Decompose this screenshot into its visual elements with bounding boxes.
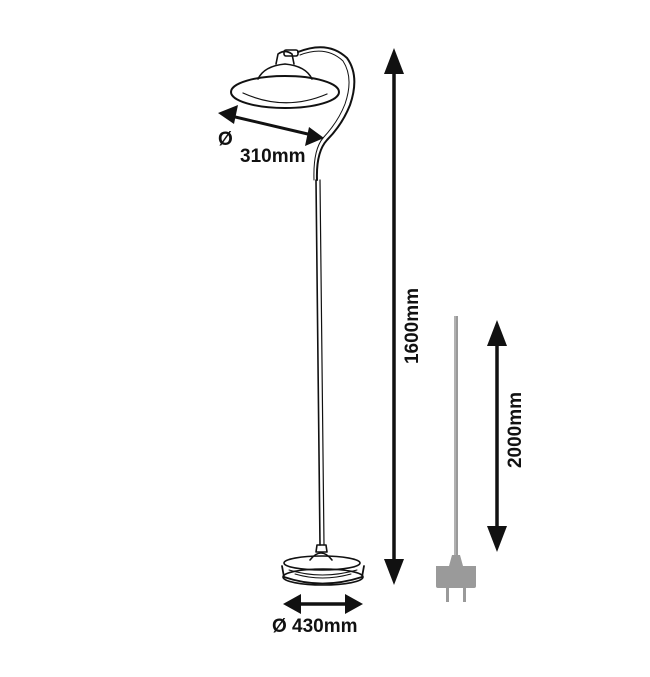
base-diameter-dimension: Ø 430mm — [272, 594, 363, 637]
lamp-pole-left — [315, 179, 321, 546]
height-label: 1600mm — [402, 288, 423, 364]
lamp-base-bottom — [282, 568, 364, 586]
height-dimension: 1600mm — [384, 48, 423, 585]
height-arrowhead-top — [384, 48, 404, 74]
shade-diameter-arrowhead-left — [218, 105, 238, 124]
shade-diameter-arrow-line — [230, 114, 313, 137]
shade-diameter-symbol: Ø — [218, 129, 233, 150]
lamp-pole-joint — [315, 544, 328, 553]
height-arrowhead-bottom — [384, 559, 404, 585]
lamp-shade-rim — [230, 75, 340, 109]
base-diameter-arrowhead-right — [345, 594, 363, 614]
lamp-base-top — [283, 555, 361, 571]
lamp-shade-inner — [242, 92, 328, 104]
shade-diameter-arrowhead-right — [305, 127, 324, 146]
cable-length-dimension: 2000mm — [487, 320, 526, 552]
lamp-arm — [297, 46, 356, 181]
lamp-shade — [230, 49, 340, 109]
plug-neck — [449, 555, 463, 566]
lamp-base-body — [281, 565, 365, 585]
cable-length-arrowhead-bottom — [487, 526, 507, 552]
lamp-base — [281, 552, 365, 586]
power-cable — [436, 316, 476, 602]
lamp-arm-inner — [299, 50, 350, 181]
shade-diameter-dimension: Ø 310mm — [218, 105, 324, 167]
plug-pin-right — [463, 588, 466, 602]
cable-length-arrowhead-top — [487, 320, 507, 346]
cable-length-label: 2000mm — [505, 392, 526, 468]
lamp-pole-right — [319, 179, 325, 546]
lamp-shade-top — [275, 50, 295, 65]
base-diameter-symbol: Ø — [272, 616, 287, 637]
lamp-shade-crown — [257, 63, 313, 80]
base-diameter-label: 430mm — [292, 616, 358, 637]
plug-pin-left — [446, 588, 449, 602]
plug-body — [436, 566, 476, 588]
base-diameter-arrowhead-left — [283, 594, 301, 614]
floor-lamp — [230, 46, 365, 586]
shade-diameter-label: 310mm — [240, 146, 306, 167]
plug-icon — [436, 555, 476, 602]
lamp-base-collar — [309, 552, 333, 561]
